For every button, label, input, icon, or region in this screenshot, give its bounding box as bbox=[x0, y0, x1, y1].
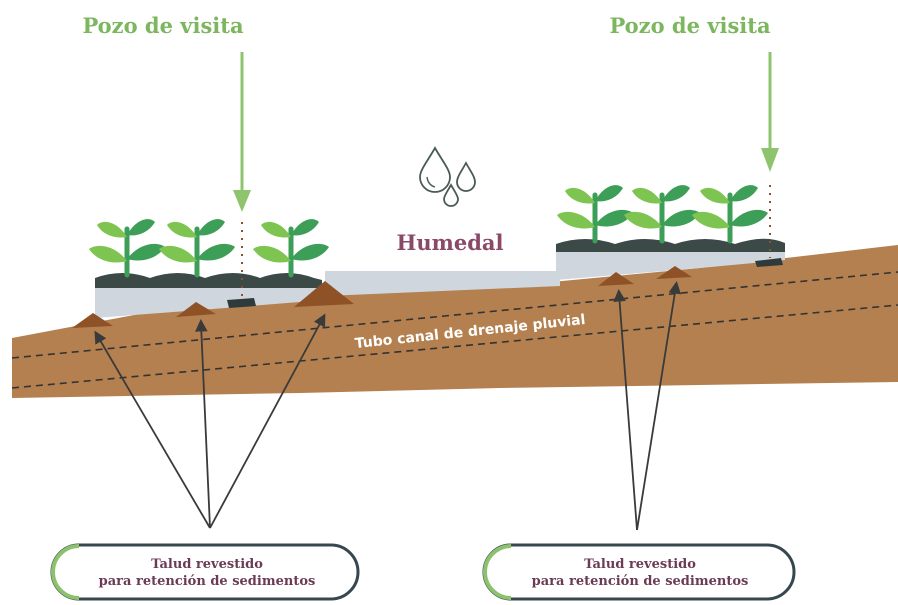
callout-right-line2: para retención de sedimentos bbox=[532, 574, 749, 589]
leader-arrows-left bbox=[94, 313, 326, 529]
wetland-water bbox=[325, 271, 560, 296]
sediment-mound-4 bbox=[598, 272, 634, 286]
plant-icon bbox=[253, 219, 329, 278]
gray-tray-left bbox=[95, 285, 325, 318]
pipe-dashed-line-bottom bbox=[11, 304, 898, 389]
manhole-label-right: Pozo de visita bbox=[609, 13, 771, 38]
sediment-mound-3 bbox=[294, 281, 354, 307]
plant-icon bbox=[557, 185, 633, 244]
plant-icon bbox=[159, 219, 235, 278]
arrow-down-icon bbox=[233, 52, 251, 212]
leader-arrow bbox=[209, 313, 326, 529]
plant-icon bbox=[89, 219, 165, 278]
soil-band-right bbox=[556, 238, 785, 252]
callout-left-line2: para retención de sedimentos bbox=[99, 574, 316, 589]
leader-arrows-right bbox=[613, 281, 682, 531]
plant-icon bbox=[624, 185, 700, 244]
leader-arrow bbox=[613, 288, 638, 531]
plant-icon bbox=[692, 185, 768, 244]
gray-tray-right bbox=[556, 250, 785, 280]
callout-right-line1: Talud revestido bbox=[584, 557, 696, 572]
wetland-label: Humedal bbox=[397, 230, 504, 255]
water-drops-icon bbox=[419, 146, 476, 207]
sediment-mound-2 bbox=[176, 302, 216, 317]
manhole-label-left: Pozo de visita bbox=[82, 13, 244, 38]
arrow-down-icon bbox=[761, 52, 779, 172]
soil-band-left bbox=[95, 273, 322, 288]
callout-left-line1: Talud revestido bbox=[151, 557, 263, 572]
pipe-dashed-line-top bbox=[11, 271, 898, 359]
sediment-mound-5 bbox=[656, 266, 692, 279]
callout-right bbox=[482, 543, 796, 601]
sediment-mound-1 bbox=[72, 313, 113, 328]
leader-arrow bbox=[94, 330, 211, 529]
manhole-cover-right bbox=[755, 258, 783, 267]
manhole-cover-left bbox=[227, 298, 256, 308]
leader-arrow bbox=[636, 281, 682, 531]
leader-arrow bbox=[195, 318, 211, 529]
callout-left bbox=[50, 543, 360, 601]
